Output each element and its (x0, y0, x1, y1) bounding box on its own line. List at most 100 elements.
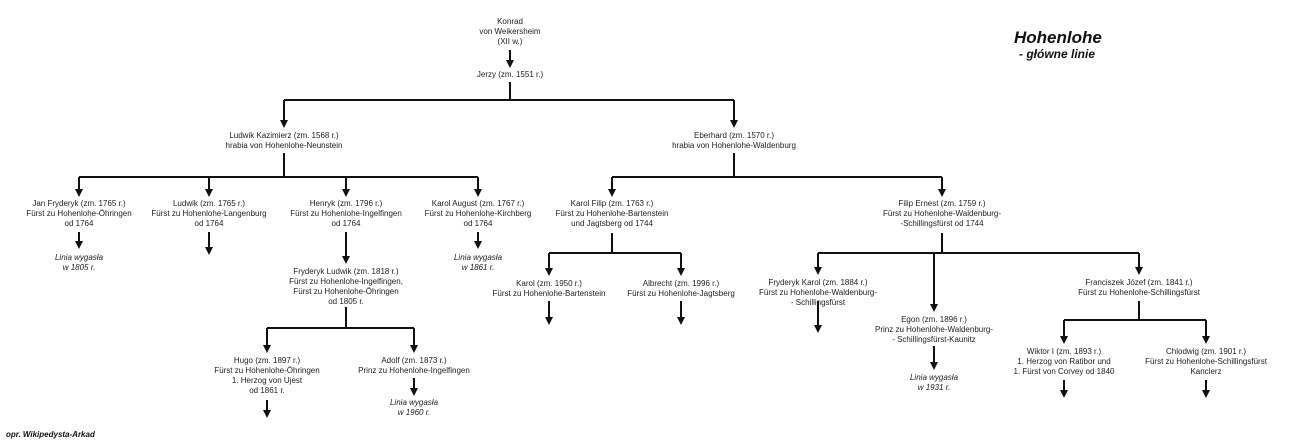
node-text-line: -Schillingsfürst od 1744 (900, 219, 984, 228)
arrow-head (474, 241, 482, 249)
node-text-line: Franciszek Józef (zm. 1841 r.) (1085, 278, 1193, 287)
arrow-head (1060, 390, 1068, 398)
person-node-wiktor: Wiktor I (zm. 1893 r.)1. Herzog von Rati… (1014, 347, 1115, 377)
diagram-title: Hohenlohe (1014, 28, 1102, 47)
node-text-line: Linia wygasła (453, 253, 503, 262)
node-text-line: Ludwik Kazimierz (zm. 1568 r.) (229, 131, 339, 140)
arrow-head (75, 241, 83, 249)
person-node-henryk: Henryk (zm. 1796 r.)Fürst zu Hohenlohe-I… (290, 199, 402, 229)
arrow-head (342, 256, 350, 264)
arrow-head (1202, 336, 1210, 344)
node-text-line: Karol (zm. 1950 r.) (516, 279, 582, 288)
arrow-head (938, 189, 946, 197)
node-text-line: od 1764 (64, 219, 94, 228)
arrow-head (545, 317, 553, 325)
node-text-line: w 1960 r. (397, 408, 431, 417)
arrow-head (1135, 267, 1143, 275)
node-text-line: Albrecht (zm. 1996 r.) (642, 279, 720, 288)
person-node-jan-fryderyk: Jan Fryderyk (zm. 1765 r.)Fürst zu Hohen… (26, 199, 131, 229)
author-credit: opr. Wikipedysta-Arkad (6, 430, 95, 439)
node-text-line: od 1764 (194, 219, 224, 228)
node-text-line: Jan Fryderyk (zm. 1765 r.) (32, 199, 126, 208)
node-text-line: Fürst zu Hohenlohe-Waldenburg- (883, 209, 1001, 218)
node-text-line: Egon (zm. 1896 r.) (901, 315, 967, 324)
person-node-egon: Egon (zm. 1896 r.)Prinz zu Hohenlohe-Wal… (875, 315, 993, 345)
arrow-head (730, 120, 738, 128)
arrow-head (280, 120, 288, 128)
node-text-line: Karol Filip (zm. 1763 r.) (570, 199, 654, 208)
node-text-line: Kanclerz (1190, 367, 1222, 376)
node-text-line: w 1861 r. (461, 263, 495, 272)
person-node-eberhard: Eberhard (zm. 1570 r.)hrabia von Hohenlo… (672, 131, 796, 151)
person-node-albrecht: Albrecht (zm. 1996 r.)Fürst zu Hohenlohe… (627, 279, 735, 299)
node-text-line: von Weikersheim (479, 27, 541, 36)
node-text-line: Fürst zu Hohenlohe-Kirchberg (424, 209, 532, 218)
node-text-line: hrabia von Hohenlohe-Waldenburg (672, 141, 796, 150)
node-text-line: Linia wygasła (909, 373, 959, 382)
node-text-line: 1. Fürst von Corvey od 1840 (1013, 367, 1115, 376)
person-node-filip-ernest: Filip Ernest (zm. 1759 r.)Fürst zu Hohen… (883, 199, 1001, 229)
person-node-hugo: Hugo (zm. 1897 r.)Fürst zu Hohenlohe-Öhr… (214, 356, 319, 396)
node-text-line: Hugo (zm. 1897 r.) (233, 356, 301, 365)
person-node-ludwik-kazimierz: Ludwik Kazimierz (zm. 1568 r.)hrabia von… (226, 131, 343, 151)
arrow-head (263, 345, 271, 353)
node-text-line: Jerzy (zm. 1551 r.) (476, 70, 544, 79)
node-text-line: Fürst zu Hohenlohe-Waldenburg- (759, 288, 877, 297)
node-text-line: Eberhard (zm. 1570 r.) (693, 131, 775, 140)
node-text-line: Fürst zu Hohenlohe-Schillingsfürst (1078, 288, 1200, 297)
arrow-head (930, 362, 938, 370)
node-text-line: - Schillingsfürst (790, 298, 846, 307)
arrow-head (474, 189, 482, 197)
node-text-line: Fürst zu Hohenlohe-Bartenstein (492, 289, 606, 298)
node-text-line: Linia wygasła (54, 253, 104, 262)
node-text-line: hrabia von Hohenlohe-Neunstein (225, 141, 343, 150)
arrow-head (930, 304, 938, 312)
node-text-line: Fürst zu Hohenlohe-Schillingsfürst (1145, 357, 1267, 366)
node-text-line: Fürst zu Hohenlohe-Ingelfingen (290, 209, 402, 218)
node-text-line: Fürst zu Hohenlohe-Langenburg (151, 209, 267, 218)
node-text-line: Henryk (zm. 1796 r.) (309, 199, 383, 208)
arrow-head (814, 325, 822, 333)
node-text-line: od 1764 (463, 219, 493, 228)
node-text-line: Adolf (zm. 1873 r.) (381, 356, 447, 365)
arrow-head (342, 189, 350, 197)
node-text-line: Wiktor I (zm. 1893 r.) (1026, 347, 1102, 356)
node-text-line: Fryderyk Ludwik (zm. 1818 r.) (293, 267, 399, 276)
person-node-ludwik: Ludwik (zm. 1765 r.)Fürst zu Hohenlohe-L… (151, 199, 266, 229)
node-text-line: od 1861 r. (249, 386, 285, 395)
node-text-line: Filip Ernest (zm. 1759 r.) (898, 199, 986, 208)
node-text-line: Fürst zu Hohenlohe-Ingelfingen, (289, 277, 403, 286)
arrow-head (1202, 390, 1210, 398)
arrow-head (677, 317, 685, 325)
node-text-line: Linia wygasła (389, 398, 439, 407)
node-text-line: Karol August (zm. 1767 r.) (431, 199, 525, 208)
node-text-line: Chlodwig (zm. 1901 r.) (1165, 347, 1247, 356)
person-node-franciszek-jozef: Franciszek Józef (zm. 1841 r.)Fürst zu H… (1078, 278, 1200, 298)
node-text-line: 1. Herzog von Ujest (231, 376, 303, 385)
node-text-line: Prinz zu Hohenlohe-Ingelfingen (358, 366, 470, 375)
arrow-head (205, 247, 213, 255)
arrow-head (205, 189, 213, 197)
node-text-line: od 1764 (331, 219, 361, 228)
node-text-line: Konrad (497, 17, 523, 26)
person-node-fryderyk-karol: Fryderyk Karol (zm. 1884 r.)Fürst zu Hoh… (759, 278, 877, 308)
arrow-head (814, 267, 822, 275)
arrow-head (75, 189, 83, 197)
node-text-line: od 1805 r. (328, 297, 364, 306)
node-text-line: - Schillingsfürst-Kaunitz (892, 335, 976, 344)
node-text-line: Fryderyk Karol (zm. 1884 r.) (768, 278, 868, 287)
node-text-line: (XII w.) (497, 37, 523, 46)
arrow-head (608, 189, 616, 197)
node-text-line: Fürst zu Hohenlohe-Öhringen (293, 287, 399, 296)
node-text-line: Fürst zu Hohenlohe-Bartenstein (555, 209, 669, 218)
person-node-chlodwig: Chlodwig (zm. 1901 r.)Fürst zu Hohenlohe… (1145, 347, 1267, 377)
arrow-head (1060, 336, 1068, 344)
node-text-line: Prinz zu Hohenlohe-Waldenburg- (875, 325, 993, 334)
node-text-line: 1. Herzog von Ratibor und (1017, 357, 1111, 366)
node-text-line: Fürst zu Hohenlohe-Jagtsberg (627, 289, 735, 298)
person-node-karol-august: Karol August (zm. 1767 r.)Fürst zu Hohen… (425, 199, 532, 229)
